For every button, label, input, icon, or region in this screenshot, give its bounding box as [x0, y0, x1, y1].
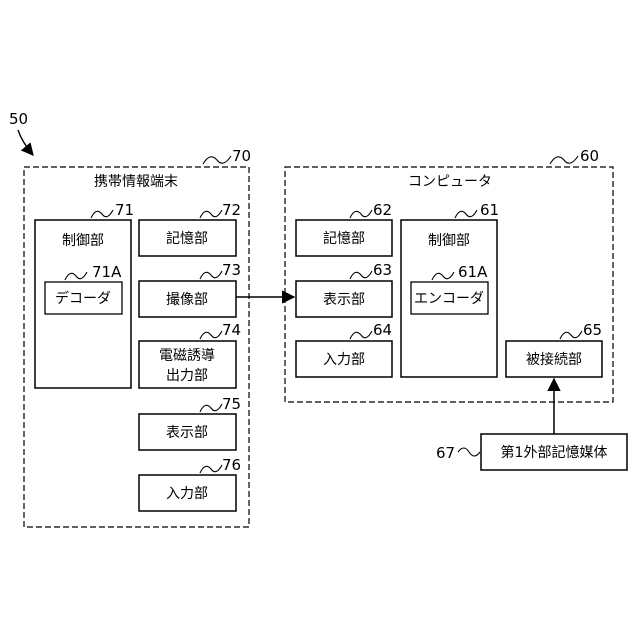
ref-65-text: 65	[583, 321, 602, 339]
terminal-control-unit: 制御部 71 デコーダ 71A	[35, 201, 134, 388]
ref-65-leader	[560, 331, 582, 339]
ref-60-leader	[550, 156, 578, 164]
ref-70-leader	[203, 156, 231, 164]
portable-terminal-frame	[24, 167, 249, 527]
ref-75-text: 75	[222, 395, 241, 413]
connected-label: 被接続部	[526, 351, 582, 368]
computer-control-unit: 制御部 61 エンコーダ 61A	[401, 201, 499, 377]
ref-67-text: 67	[436, 444, 455, 462]
system-ref-50: 50	[9, 110, 33, 155]
computer-display-label: 表示部	[323, 292, 365, 308]
system-ref-50-text: 50	[9, 110, 28, 128]
terminal-camera-label: 撮像部	[166, 291, 208, 308]
terminal-display-unit: 表示部 75	[139, 395, 241, 450]
ref-75-leader	[200, 404, 222, 412]
ref-63-leader	[350, 271, 372, 279]
terminal-control-label: 制御部	[62, 233, 104, 249]
ref-70-text: 70	[232, 147, 251, 165]
ref-67-leader	[458, 448, 480, 456]
terminal-display-label: 表示部	[166, 425, 208, 441]
system-ref-50-arrow	[18, 130, 33, 155]
terminal-input-label: 入力部	[166, 486, 208, 502]
ref-74-text: 74	[222, 321, 241, 339]
terminal-storage-label: 記憶部	[166, 230, 208, 247]
terminal-em-output-label-line1: 電磁誘導	[159, 348, 215, 364]
computer-input-label: 入力部	[323, 352, 365, 368]
ref-64-text: 64	[373, 321, 392, 339]
terminal-input-unit: 入力部 76	[139, 456, 241, 511]
computer-storage-unit: 記憶部 62	[296, 201, 392, 256]
terminal-storage-unit: 記憶部 72	[139, 201, 241, 256]
connected-unit: 被接続部 65	[506, 321, 602, 377]
ref-61-leader	[455, 210, 477, 218]
ref-61a-text: 61A	[458, 263, 488, 281]
terminal-camera-unit: 撮像部 73	[139, 261, 241, 317]
ref-71a-leader	[65, 272, 87, 280]
computer-control-label: 制御部	[428, 233, 470, 249]
external-media-label: 第1外部記憶媒体	[501, 444, 608, 461]
external-media-unit: 第1外部記憶媒体 67	[436, 434, 627, 470]
ref-73-leader	[200, 271, 222, 279]
ref-62-text: 62	[373, 201, 392, 219]
encoder-label: エンコーダ	[414, 291, 484, 307]
computer-display-unit: 表示部 63	[296, 261, 392, 317]
computer-storage-label: 記憶部	[323, 230, 365, 247]
terminal-em-output-label-line2: 出力部	[166, 368, 208, 384]
ref-63-text: 63	[373, 261, 392, 279]
ref-71-text: 71	[115, 201, 134, 219]
ref-61-text: 61	[480, 201, 499, 219]
computer-input-unit: 入力部 64	[296, 321, 392, 377]
ref-73-text: 73	[222, 261, 241, 279]
ref-64-leader	[350, 331, 372, 339]
computer-title: コンピュータ	[408, 174, 492, 190]
ref-61a-leader	[432, 272, 454, 280]
ref-71-leader	[91, 210, 113, 218]
ref-76-text: 76	[222, 456, 241, 474]
ref-60-text: 60	[580, 147, 599, 165]
decoder-label: デコーダ	[55, 290, 111, 307]
terminal-em-output-unit: 電磁誘導 出力部 74	[139, 321, 241, 388]
portable-terminal-title: 携帯情報端末	[94, 174, 178, 190]
ref-62-leader	[350, 210, 372, 218]
ref-76-leader	[200, 465, 222, 473]
ref-74-leader	[200, 331, 222, 339]
ref-72-leader	[200, 210, 222, 218]
ref-72-text: 72	[222, 201, 241, 219]
ref-71a-text: 71A	[92, 263, 122, 281]
